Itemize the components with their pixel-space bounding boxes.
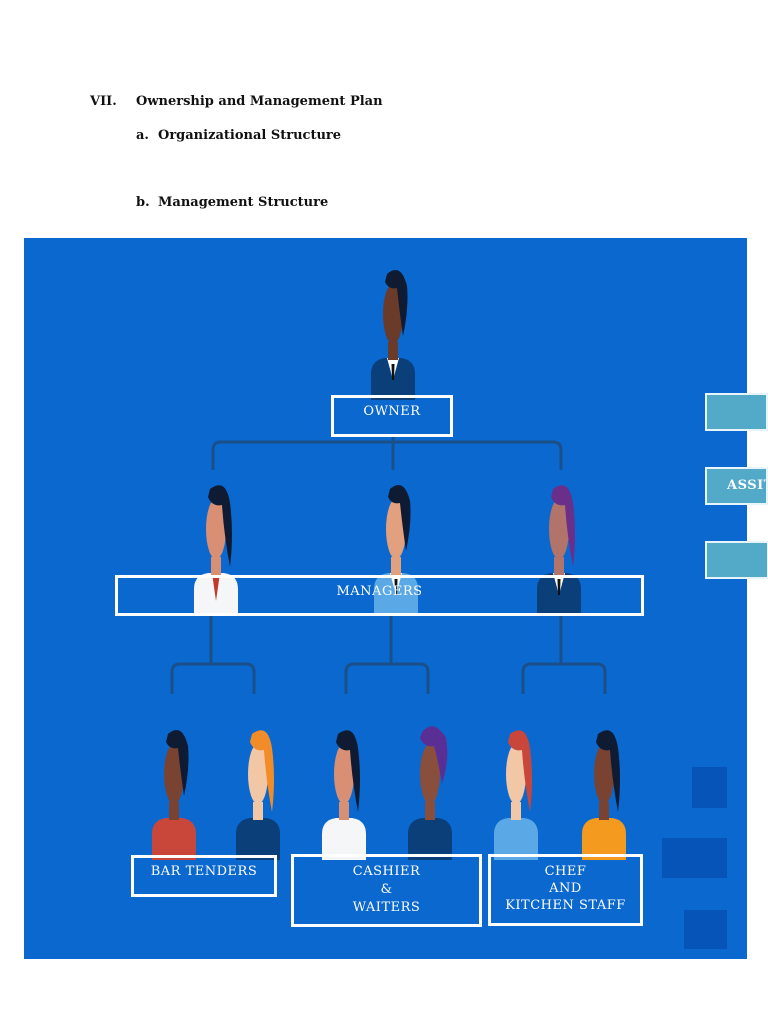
chef-label-line: CHEF xyxy=(544,864,587,879)
chef-label-line: AND xyxy=(549,881,582,896)
bar-tenders-label: BAR TENDERS xyxy=(150,864,258,879)
decorative-square xyxy=(692,767,727,808)
org-chart-panel: OWNER MANAGERS BAR TENDERS CASHIER & WAI… xyxy=(24,238,747,959)
subsection-b-marker: b. xyxy=(136,195,150,210)
staff-avatar-5 xyxy=(494,730,538,860)
owner-box: OWNER xyxy=(331,395,453,437)
manager-avatar-center xyxy=(374,485,418,615)
chef-label-line: KITCHEN STAFF xyxy=(505,898,626,913)
cashier-label-line: WAITERS xyxy=(352,900,421,915)
staff-avatar-2 xyxy=(236,730,280,860)
section-title: Ownership and Management Plan xyxy=(136,94,383,109)
decorative-square xyxy=(662,838,727,878)
staff-avatar-4 xyxy=(408,726,452,860)
managers-label: MANAGERS xyxy=(336,584,423,599)
cashier-waiters-box: CASHIER & WAITERS xyxy=(291,854,482,927)
bar-tenders-box: BAR TENDERS xyxy=(131,855,277,897)
staff-avatar-6 xyxy=(582,730,626,860)
manager-connectors xyxy=(170,616,607,694)
cashier-label-line: & xyxy=(380,882,393,897)
subsection-a-marker: a. xyxy=(136,128,149,143)
owner-connector xyxy=(211,436,563,470)
manager-avatar-left xyxy=(194,485,238,615)
manager-avatar-right xyxy=(537,485,581,615)
side-tab-2: ASSIT xyxy=(705,467,768,505)
cashier-label-line: CASHIER xyxy=(352,864,421,879)
side-tab-3: I xyxy=(705,541,768,579)
chef-kitchen-box: CHEF AND KITCHEN STAFF xyxy=(488,854,643,926)
managers-box: MANAGERS xyxy=(115,575,644,616)
org-chart-graphics xyxy=(152,270,626,860)
staff-avatar-1 xyxy=(152,730,196,860)
side-tab-1 xyxy=(705,393,768,431)
owner-avatar xyxy=(371,270,415,400)
owner-label: OWNER xyxy=(363,404,421,419)
subsection-a-title: Organizational Structure xyxy=(158,128,342,143)
subsection-b-title: Management Structure xyxy=(158,195,329,210)
section-number: VII. xyxy=(90,94,117,109)
decorative-square xyxy=(684,910,727,949)
staff-avatar-3 xyxy=(322,730,366,860)
